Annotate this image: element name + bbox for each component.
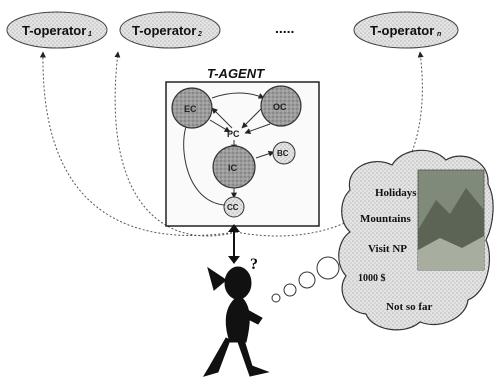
node-ec [171,87,213,129]
t-operator-2-shape [119,11,221,49]
t-agent-title: T-AGENT [207,66,265,81]
thought-dot-2 [283,283,297,297]
agent-person-arrowhead-down [228,256,240,264]
t-operator-n-subscript: n [437,31,441,38]
person-question-mark: ? [250,256,258,273]
node-ec-label: EC [184,104,197,114]
arrow-pc-ec [211,107,233,129]
link-to-operator-1 [39,51,237,237]
node-bc-label: BC [277,149,289,158]
thought-item-2: Mountains [360,213,411,225]
t-operator-1-subscript: 1 [88,31,92,38]
t-operator-1-shape [6,11,108,49]
t-operator-1-label: T-operator [22,23,86,38]
thought-item-1: Holidays [375,187,417,199]
node-pc-label: PC [227,129,240,139]
person-body [225,297,250,343]
person-figure: ? [202,256,270,377]
node-ic-label: IC [228,163,238,173]
thought-chain [271,256,340,303]
agent-person-link [228,224,240,264]
link-to-operator-2 [114,51,237,237]
node-ic [212,145,256,189]
t-operator-2-subscript: 2 [197,31,202,38]
t-agent: T-AGENT EC OC PC IC BC CC [165,66,320,227]
thought-dot-3 [298,271,316,289]
person-leg-left [202,337,231,377]
t-operator-1: T-operator 1 [6,11,108,49]
node-oc-label: OC [273,102,287,112]
arrow-ic-bc [255,150,275,159]
mountain-photo-foreground [418,236,484,270]
agent-person-arrowhead-up [228,224,240,232]
t-operator-n-shape [353,11,459,49]
node-bc [272,141,296,165]
node-cc [223,196,245,218]
arrow-pc-oc [241,107,263,129]
operators-ellipsis: ..... [275,20,294,36]
thought-item-5: Not so far [386,301,433,313]
thought-dot-4 [316,256,340,280]
t-operator-2-label: T-operator [132,23,196,38]
person-arm-raised [207,266,227,291]
thought-dot-1 [271,293,281,303]
person-head [224,266,252,300]
thought-item-3: Visit NP [368,243,407,255]
person-leg-right [237,339,270,377]
t-operator-n: T-operator n [353,11,459,49]
t-operator-2: T-operator 2 [119,11,221,49]
arrow-ec-oc [211,92,265,99]
thought-item-4: 1000 $ [358,273,386,284]
person-arm-hip [237,305,263,325]
thought-bubble: Holidays Mountains Visit NP 1000 $ Not s… [338,149,494,331]
arrow-oc-pc [244,123,271,134]
node-cc-label: CC [227,203,239,212]
node-oc [260,85,302,127]
t-operator-n-label: T-operator [370,23,434,38]
arrow-ec-pc [209,119,231,133]
